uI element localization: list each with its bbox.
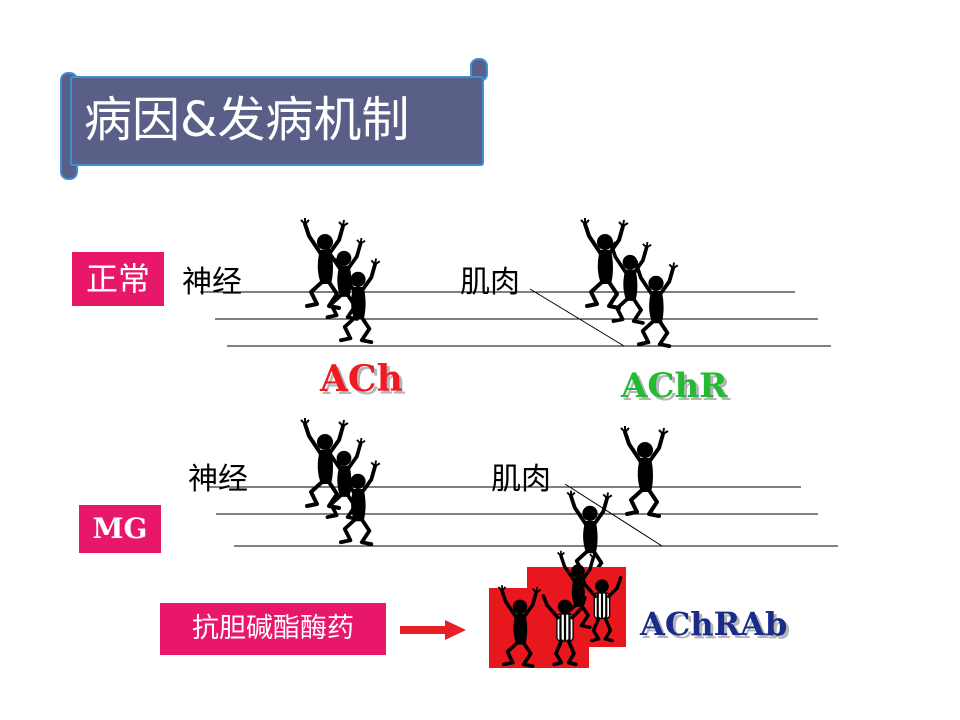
slide-title: 病因&发病机制 — [84, 92, 410, 148]
achr-label: AChR — [621, 366, 728, 406]
achr-figure — [631, 258, 680, 349]
drug-tag: 抗胆碱酯酶药 — [160, 603, 386, 655]
mg-tag: MG — [79, 505, 161, 553]
normal-nerve-label: 神经 — [182, 265, 242, 300]
normal-diagonal-line — [529, 288, 625, 347]
mg-diagonal-line — [564, 483, 663, 547]
banner-body — [70, 76, 484, 166]
normal-muscle-label: 肌肉 — [460, 265, 520, 300]
mg-achr-figure — [565, 488, 614, 578]
achrab-label: AChRAb — [640, 605, 788, 643]
arrow-shaft — [400, 626, 448, 634]
mg-achr-figure — [619, 424, 670, 518]
title-banner: 病因&发病机制 — [60, 58, 488, 180]
normal-tag: 正常 — [72, 252, 164, 306]
mg-nerve-label: 神经 — [188, 462, 248, 497]
mg-ach-figure — [333, 456, 382, 546]
ach-label: ACh — [320, 358, 403, 400]
mg-muscle-label: 肌肉 — [491, 462, 551, 497]
ach-figure — [333, 254, 382, 345]
